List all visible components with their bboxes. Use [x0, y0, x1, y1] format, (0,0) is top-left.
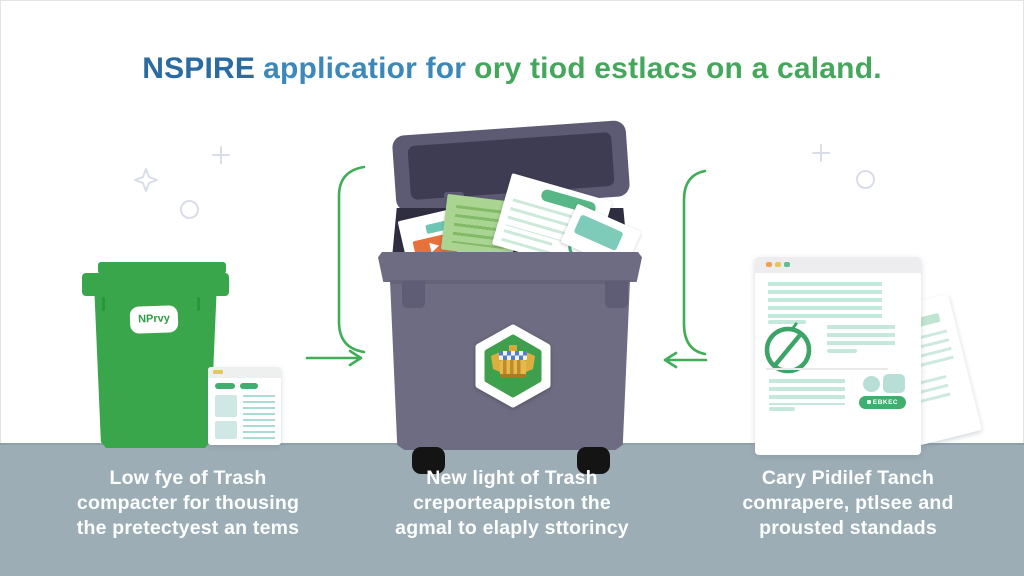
dumpster-handle-mount [605, 281, 628, 308]
mini-doc-image-placeholder [215, 395, 237, 417]
green-bin-label: NPrvy [129, 305, 179, 334]
mini-doc-header-dot [213, 370, 223, 374]
green-bin-lid-tab [98, 262, 226, 274]
caption-right: Cary Pidilef Tanch comrapere, ptlsee and… [693, 466, 1003, 541]
mini-doc-green-pill [240, 383, 258, 389]
mini-doc-image-placeholder [215, 421, 237, 439]
dumpster-rim [378, 252, 642, 282]
title-part-green: ory tiod estlacs on a caland. [474, 52, 882, 85]
document-action-button: EBKEC [859, 396, 906, 409]
dumpster-wheel [577, 447, 610, 474]
browser-document-card: EBKEC [755, 257, 921, 455]
green-bin-handle-notch [102, 297, 105, 311]
circle-decoration-icon [180, 200, 199, 219]
caption-line: prousted standads [759, 517, 937, 539]
caption-left: Low fye of Trash compacter for thousing … [33, 466, 343, 541]
window-dot-green-icon [784, 262, 790, 267]
thumbnail-circle [863, 376, 880, 392]
window-dot-yellow-icon [775, 262, 781, 267]
paragraph-lines [827, 325, 895, 345]
caption-line: Cary Pidilef Tanch [761, 467, 935, 489]
paragraph-lines [769, 379, 845, 405]
flow-arrows [305, 165, 708, 369]
caption-center: New light of Trash creporteappiston the … [357, 466, 667, 541]
left-arrow-head [348, 349, 363, 367]
mini-document-card [208, 367, 281, 445]
browser-header-bar [755, 257, 921, 273]
mini-doc-text-lines [243, 395, 275, 440]
mini-doc-green-pill [215, 383, 235, 389]
sparkle-diamond-icon [134, 168, 158, 192]
hexagon-crest-badge-icon [475, 324, 551, 408]
right-arrow-head [663, 351, 678, 369]
sparkle-plus-icon [812, 144, 830, 162]
caption-line: agmal to elaply sttorincy [395, 517, 629, 539]
green-bin-lid [82, 273, 229, 296]
dumpster-wheel [412, 447, 445, 474]
caption-line: the pretectyest an tems [76, 517, 300, 539]
button-icon [866, 400, 871, 404]
caption-line: compacter for thousing [76, 492, 300, 514]
paragraph-shortline [827, 349, 857, 353]
dumpster-handle-mount [402, 281, 425, 308]
title-part-blue: applicatior for [263, 52, 467, 85]
window-dot-orange-icon [766, 262, 772, 267]
right-bracket-arrow [682, 169, 707, 356]
paragraph-shortline [769, 407, 795, 411]
mini-doc-header [208, 367, 281, 378]
green-bin-handle-notch [197, 297, 200, 311]
divider-line [766, 368, 888, 370]
flyer-triangle-icon [429, 240, 441, 253]
paragraph-shortline [768, 320, 806, 324]
thumbnail-square [883, 374, 905, 393]
button-label: EBKEC [872, 399, 899, 406]
caption-line: comrapere, ptlsee and [742, 492, 954, 514]
sparkle-plus-icon [212, 146, 230, 164]
caption-line: creporteappiston the [413, 492, 611, 514]
prohibited-circle-icon [764, 322, 812, 374]
paragraph-lines [768, 282, 882, 318]
left-bracket-arrow [337, 165, 366, 354]
caption-line: New light of Trash [426, 467, 598, 489]
circle-decoration-icon [856, 170, 875, 189]
caption-line: Low fye of Trash [109, 467, 267, 489]
title-part-blue-dark: NSPIRE [142, 52, 256, 85]
